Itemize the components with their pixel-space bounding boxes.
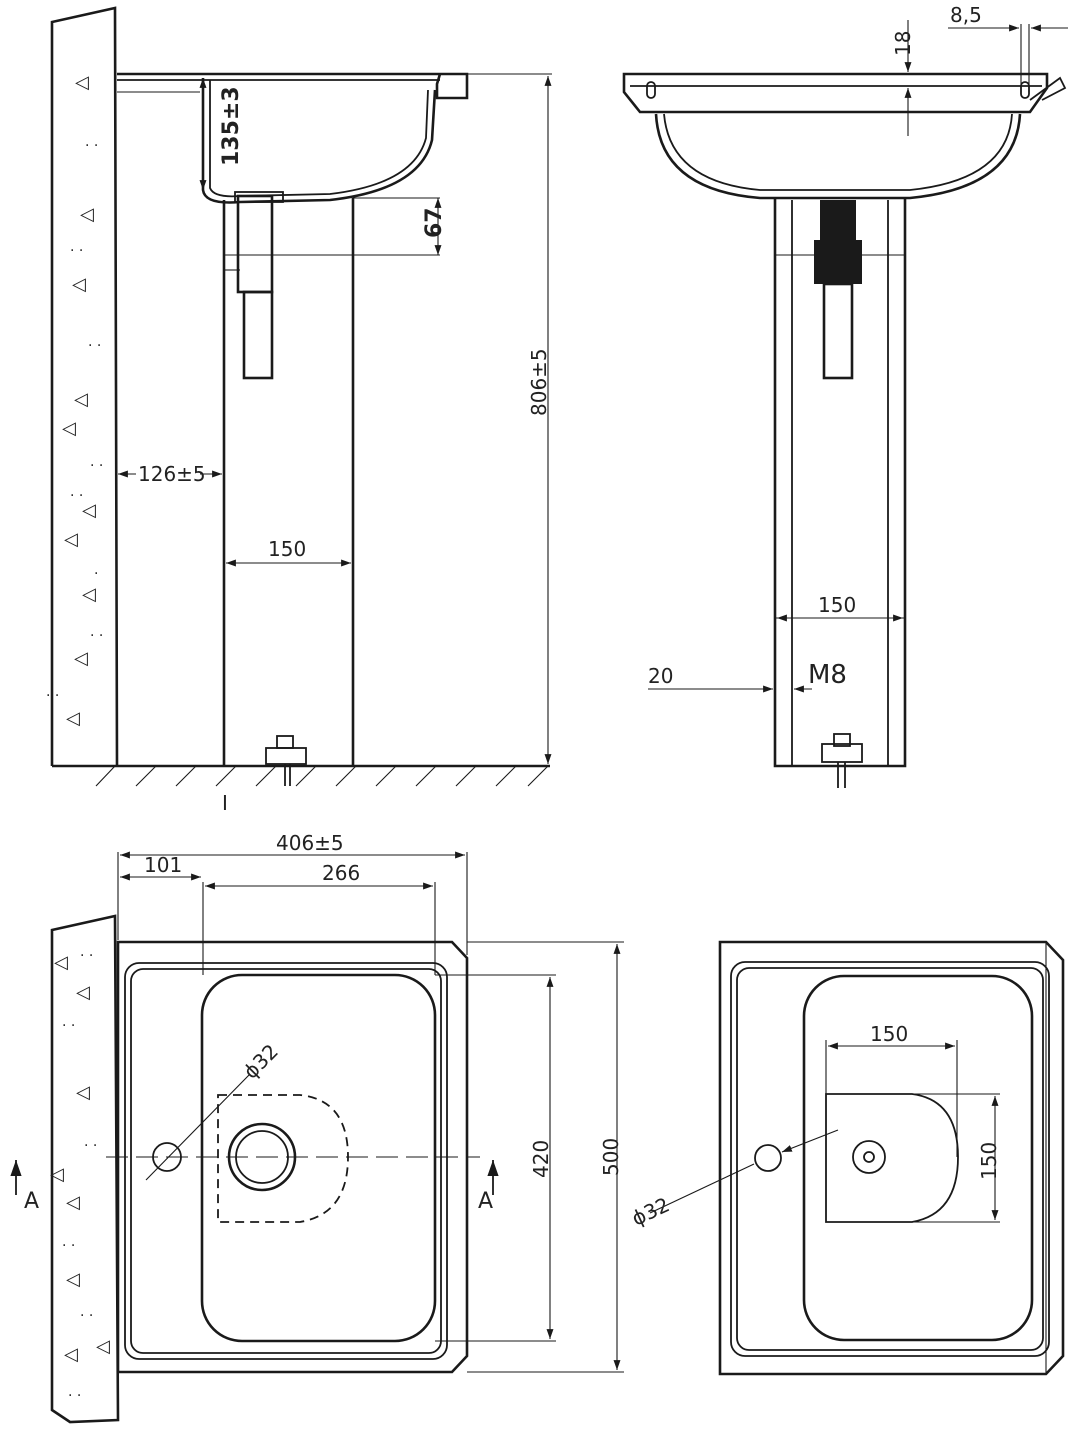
svg-text:· ·: · · (62, 1238, 75, 1254)
side-section-view: ◁ ◁ ◁ ◁ ◁ ◁ ◁ ◁ ◁ ◁ · · · · · · · · · · … (46, 6, 552, 815)
svg-text:◁: ◁ (66, 1269, 80, 1290)
svg-text:◁: ◁ (64, 1344, 78, 1365)
dim-lip: 8,5 (950, 3, 982, 27)
front-elevation-view: 18 8,5 150 20 M8 (622, 3, 1068, 788)
svg-text:· ·: · · (80, 1308, 93, 1324)
svg-text:· ·: · · (80, 948, 93, 964)
dim-bowl-width: 266 (322, 861, 360, 885)
pedestal-plan-dimensions: 150 150 ϕ32 (628, 1022, 1001, 1231)
plan-dimensions: 406±5 101 266 420 500 ϕ32 A A (10, 831, 624, 1373)
dim-rim-thickness: 18 (891, 31, 915, 56)
svg-text:◁: ◁ (74, 648, 88, 669)
svg-text:· ·: · · (90, 628, 103, 644)
svg-text:· ·: · · (88, 338, 101, 354)
svg-text:◁: ◁ (50, 1164, 64, 1185)
side-dimensions: 135±3 67 806±5 126±5 150 I (118, 73, 552, 815)
dim-tap-hole-plan: ϕ32 (239, 1039, 283, 1083)
svg-text:· ·: · · (70, 243, 83, 259)
svg-text:·: · (94, 566, 98, 582)
svg-text:◁: ◁ (74, 389, 88, 410)
dim-bowl-depth: 135±3 (219, 86, 244, 166)
svg-text:◁: ◁ (64, 529, 78, 550)
dim-overall-width: 406±5 (276, 831, 344, 855)
section-mark: I (222, 791, 228, 815)
sink-plan-right (718, 940, 1065, 1376)
pedestal-front (773, 198, 907, 788)
dim-pedestal-depth-plan: 150 (977, 1142, 1001, 1180)
svg-text:◁: ◁ (76, 982, 90, 1003)
sink-plan (106, 940, 480, 1374)
dim-pedestal-width-plan: 150 (870, 1022, 908, 1046)
svg-text:· ·: · · (90, 458, 103, 474)
plan-view-pedestal: 150 150 ϕ32 (628, 940, 1065, 1376)
dim-siphon-height: 67 (422, 207, 447, 238)
svg-text:◁: ◁ (96, 1336, 110, 1357)
svg-text:· ·: · · (85, 138, 98, 154)
dim-anchor-offset: 20 (648, 664, 673, 688)
section-label-right: A (478, 1189, 493, 1214)
svg-text:◁: ◁ (82, 500, 96, 521)
svg-text:· ·: · · (46, 688, 59, 704)
wall: ◁ ◁ ◁ ◁ ◁ ◁ ◁ ◁ ◁ ◁ · · · · · · · · · · … (46, 6, 119, 767)
svg-text:· ·: · · (70, 488, 83, 504)
dim-bowl-length: 420 (529, 1140, 553, 1178)
svg-text:· ·: · · (84, 1138, 97, 1154)
svg-text:◁: ◁ (82, 584, 96, 605)
label-bolt: M8 (808, 660, 847, 690)
dim-tap-hole-right: ϕ32 (628, 1192, 673, 1230)
sink-front (622, 72, 1067, 200)
svg-text:◁: ◁ (66, 708, 80, 729)
dim-overall-length: 500 (599, 1138, 623, 1176)
wall-plan: ◁ ◁ ◁ ◁ ◁ ◁ ◁ ◁ · · · · · · · · · · · · (50, 914, 120, 1424)
sink-bowl-section (117, 72, 469, 204)
dim-pedestal-width-front: 150 (818, 593, 856, 617)
front-dimensions: 18 8,5 150 20 M8 (648, 3, 1068, 693)
svg-text:◁: ◁ (80, 204, 94, 225)
svg-text:◁: ◁ (66, 1192, 80, 1213)
svg-text:◁: ◁ (54, 952, 68, 973)
svg-text:· ·: · · (62, 1018, 75, 1034)
dim-wall-offset: 126±5 (138, 462, 206, 486)
svg-text:◁: ◁ (62, 418, 76, 439)
svg-text:◁: ◁ (72, 274, 86, 295)
svg-text:· ·: · · (68, 1388, 81, 1404)
pedestal-side (222, 191, 355, 786)
dim-wall-to-bowl: 101 (144, 853, 182, 877)
svg-text:◁: ◁ (75, 72, 89, 93)
dim-total-height: 806±5 (527, 348, 551, 416)
floor (52, 764, 550, 787)
dim-pedestal-width-side: 150 (268, 537, 306, 561)
plan-view: ◁ ◁ ◁ ◁ ◁ ◁ ◁ ◁ · · · · · · · · · · · · (10, 831, 624, 1424)
svg-text:◁: ◁ (76, 1082, 90, 1103)
section-label-left: A (24, 1189, 39, 1214)
